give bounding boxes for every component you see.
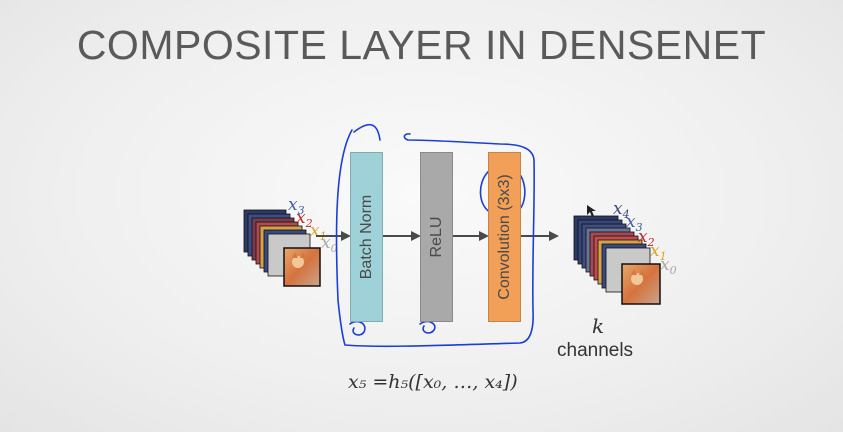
cat-image-output: [621, 263, 661, 305]
convolution-layer: Convolution (3x3): [488, 152, 521, 322]
annotation-tail: [353, 123, 381, 141]
mouse-cursor-icon: [587, 205, 596, 217]
cat-image-input: [283, 247, 321, 287]
composite-formula: x₅ =h₅([x₀, …, x₄]): [348, 371, 518, 393]
batch-norm-label: Batch Norm: [357, 194, 375, 280]
batch-norm-layer: Batch Norm: [350, 152, 383, 322]
input-feature-stack: [243, 209, 321, 287]
annotation-squiggle-2: [419, 320, 436, 334]
output-feature-stack: [573, 215, 661, 305]
annotation-squiggle-1: [349, 320, 366, 336]
relu-label: ReLU: [427, 216, 445, 258]
slide-title: COMPOSITE LAYER IN DENSENET: [76, 22, 767, 68]
channels-label: channels: [557, 340, 634, 361]
annotation-box: [335, 129, 536, 348]
output-label-x0: x0: [660, 255, 677, 277]
k-label: k: [592, 314, 605, 338]
convolution-label: Convolution (3x3): [495, 174, 513, 300]
output-labels: x4 x3 x2 x1 x0: [613, 199, 677, 277]
relu-layer: ReLU: [420, 152, 453, 322]
